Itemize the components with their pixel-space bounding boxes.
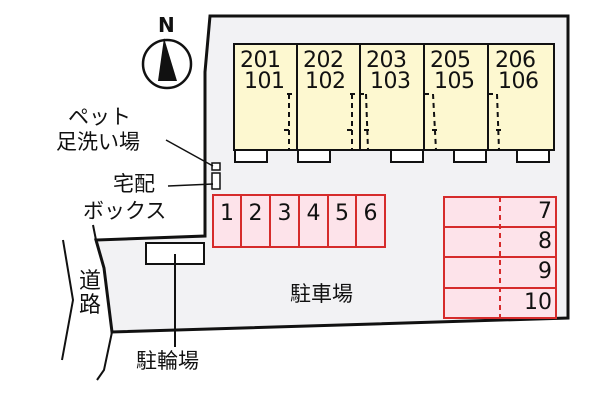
unit-202: 202 xyxy=(303,48,344,73)
label-area-edge xyxy=(92,224,97,241)
pet-wash-label-line2: 足洗い場 xyxy=(56,130,140,154)
apartment-building xyxy=(233,43,555,163)
parking-slot-1: 1 xyxy=(220,201,234,226)
parking-slot-7: 7 xyxy=(538,199,552,224)
parking-slot-4: 4 xyxy=(306,201,321,226)
parking-slot-6: 6 xyxy=(363,201,378,226)
unit-106: 106 xyxy=(498,69,539,94)
bicycle-parking-label: 駐輪場 xyxy=(136,349,199,373)
unit-105: 105 xyxy=(434,69,475,94)
parking-slot-10: 10 xyxy=(524,290,552,315)
delivery-box-leader xyxy=(167,183,214,187)
unit-102: 102 xyxy=(305,69,346,94)
delivery-box-label-line1: 宅配 xyxy=(113,172,155,196)
delivery-box-label-line2: ボックス xyxy=(83,199,167,223)
unit-206: 206 xyxy=(495,48,536,73)
parking-slot-8: 8 xyxy=(538,229,552,254)
parking-slot-2: 2 xyxy=(248,201,263,226)
road-edge-left xyxy=(61,239,75,361)
unit-201: 201 xyxy=(240,48,281,73)
unit-103: 103 xyxy=(370,69,411,94)
unit-205: 205 xyxy=(430,48,471,73)
pet-wash-leader xyxy=(165,139,214,167)
road-label-2: 路 xyxy=(78,293,101,318)
delivery-box xyxy=(211,172,221,190)
parking-slot-5: 5 xyxy=(335,201,349,226)
unit-203: 203 xyxy=(366,48,407,73)
pet-wash-box xyxy=(211,162,221,171)
parking-slot-9: 9 xyxy=(538,259,552,284)
unit-101: 101 xyxy=(244,69,285,94)
parking-lot-label: 駐車場 xyxy=(290,282,353,306)
north-arrow-icon xyxy=(141,38,193,90)
road-label-1: 道 xyxy=(78,269,101,294)
parking-row-1-6 xyxy=(212,194,386,248)
compass-north-label: N xyxy=(158,13,175,37)
parking-slot-3: 3 xyxy=(277,201,292,226)
pet-wash-label-line1: ペット xyxy=(68,105,131,129)
road-edge-right xyxy=(96,331,113,381)
parking-column-7-10 xyxy=(443,196,557,319)
